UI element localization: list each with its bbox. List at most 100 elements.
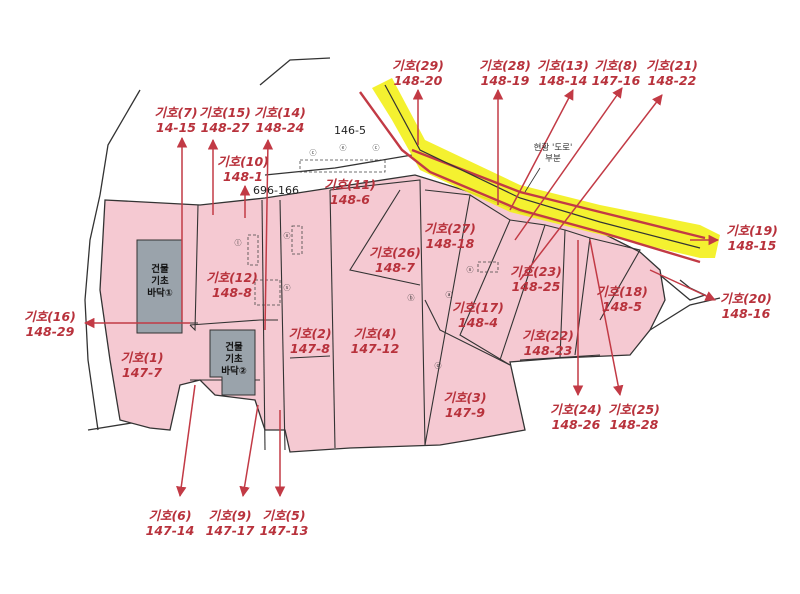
parcel-code-12: 기호(12)	[206, 270, 258, 285]
parcel-code-11: 기호(11)	[324, 177, 376, 192]
parcel-lot-1: 147-7	[122, 365, 162, 380]
parcel-code-17: 기호(17)	[452, 300, 504, 315]
parcel-code-9: 기호(9)	[208, 508, 251, 523]
arrow-parcel-20	[649, 269, 716, 301]
parcel-lot-28: 148-19	[481, 73, 530, 88]
building-label-2-1: 건물	[225, 341, 243, 353]
parcel-code-7: 기호(7)	[154, 105, 197, 120]
context-lines	[84, 57, 413, 431]
arrow-parcel-13	[509, 89, 574, 211]
building-footprints	[136, 239, 256, 396]
parcel-lot-5: 147-13	[260, 523, 309, 538]
parcel-boundaries	[105, 179, 641, 451]
facility-symbol-2: ⓔ	[340, 144, 347, 152]
arrow-parcel-25	[589, 239, 624, 397]
dashed-marks	[247, 159, 499, 306]
parcel-lot-21: 148-22	[648, 73, 697, 88]
road-centerline	[384, 84, 701, 249]
facility-symbol-3: ⓒ	[373, 144, 380, 152]
building-label-1-1: 건물	[151, 263, 169, 275]
facility-symbol-1: ⓒ	[310, 149, 317, 157]
parcel-code-16: 기호(16)	[24, 309, 76, 324]
parcel-labels: 기호(1)147-7기호(2)147-8기호(3)147-9기호(4)147-1…	[24, 58, 778, 538]
building-1	[136, 239, 183, 334]
parcel-lot-17: 148-4	[458, 315, 498, 330]
parcel-lot-19: 148-15	[728, 238, 777, 253]
road-note-2: 부분	[545, 154, 561, 164]
parcel-lot-18: 148-5	[602, 299, 642, 314]
parcel-lot-29: 148-20	[394, 73, 443, 88]
facility-symbol-9: ⓢ	[284, 284, 291, 292]
road-note-leader	[524, 167, 541, 193]
parcel-lot-7: 14-15	[156, 120, 196, 135]
building-label-2-3: 바닥②	[221, 365, 247, 377]
parcel-lot-20: 148-16	[722, 306, 771, 321]
lot-label-2: 696-166	[253, 184, 299, 197]
parcel-code-29: 기호(29)	[392, 58, 444, 73]
parcel-lot-23: 148-25	[512, 279, 561, 294]
parcel-lot-15: 148-27	[201, 120, 250, 135]
parcel-code-1: 기호(1)	[120, 350, 163, 365]
road-highlight	[372, 78, 720, 258]
parcel-code-6: 기호(6)	[148, 508, 191, 523]
parcel-code-14: 기호(14)	[254, 105, 306, 120]
road-lines	[359, 91, 706, 264]
parcel-code-22: 기호(22)	[522, 328, 574, 343]
facility-symbol-7: ⓧ	[467, 266, 474, 274]
parcel-code-2: 기호(2)	[288, 326, 331, 341]
parcel-lot-10: 148-1	[223, 169, 263, 184]
parcel-lot-3: 147-9	[445, 405, 485, 420]
parcel-lot-26: 148-7	[375, 260, 415, 275]
parcel-code-19: 기호(19)	[726, 223, 778, 238]
parcel-code-5: 기호(5)	[262, 508, 305, 523]
parcel-code-23: 기호(23)	[510, 264, 562, 279]
parcel-code-20: 기호(20)	[720, 291, 772, 306]
parcel-lot-25: 148-28	[610, 417, 659, 432]
parcel-code-15: 기호(15)	[199, 105, 251, 120]
arrow-parcel-21	[519, 94, 663, 281]
arrow-parcel-9	[239, 404, 259, 498]
parcel-lot-16: 148-29	[26, 324, 75, 339]
parcel-code-25: 기호(25)	[608, 402, 660, 417]
parcel-code-18: 기호(18)	[596, 284, 648, 299]
facility-symbol-5: ⓧ	[284, 232, 291, 240]
parcel-lot-8: 147-16	[592, 73, 641, 88]
parcel-code-13: 기호(13)	[537, 58, 589, 73]
parcel-code-21: 기호(21)	[646, 58, 698, 73]
parcel-code-8: 기호(8)	[594, 58, 637, 73]
parcel-code-26: 기호(26)	[369, 245, 421, 260]
parcel-lot-6: 147-14	[146, 523, 195, 538]
arrow-parcel-14	[262, 138, 274, 331]
facility-symbol-6: ⓐ	[446, 291, 453, 299]
facility-symbol-8: ⓑ	[408, 294, 415, 302]
parcel-lot-24: 148-26	[552, 417, 601, 432]
parcel-lot-12: 148-8	[212, 285, 252, 300]
parcel-code-4: 기호(4)	[353, 326, 396, 341]
parcel-code-10: 기호(10)	[217, 154, 269, 169]
arrow-parcel-8	[514, 87, 623, 241]
parcel-lot-14: 148-24	[256, 120, 305, 135]
building-label-1-3: 바닥①	[147, 287, 173, 299]
parcel-code-3: 기호(3)	[443, 390, 486, 405]
parcel-code-27: 기호(27)	[424, 221, 476, 236]
facility-symbol-4: ⓛ	[235, 239, 242, 247]
parcel-lot-27: 148-18	[426, 236, 475, 251]
road-note-1: 현황 '도로'	[534, 142, 573, 153]
parcel-lot-11: 148-6	[330, 192, 370, 207]
arrows	[83, 87, 720, 498]
parcel-lot-13: 148-14	[539, 73, 588, 88]
building-label-1-2: 기초	[151, 275, 169, 287]
building-2	[209, 329, 256, 396]
parcel-code-28: 기호(28)	[479, 58, 531, 73]
parcel-code-24: 기호(24)	[550, 402, 602, 417]
arrow-parcel-6	[176, 384, 196, 498]
parcel-lot-2: 147-8	[290, 341, 330, 356]
lot-label-1: 146-5	[334, 124, 366, 137]
building-label-2-2: 기초	[225, 353, 243, 365]
parcel-lot-4: 147-12	[351, 341, 400, 356]
facility-symbol-10: ⓞ	[435, 362, 442, 370]
parcel-lot-9: 147-17	[206, 523, 255, 538]
parcel-lot-22: 148-23	[524, 343, 573, 358]
